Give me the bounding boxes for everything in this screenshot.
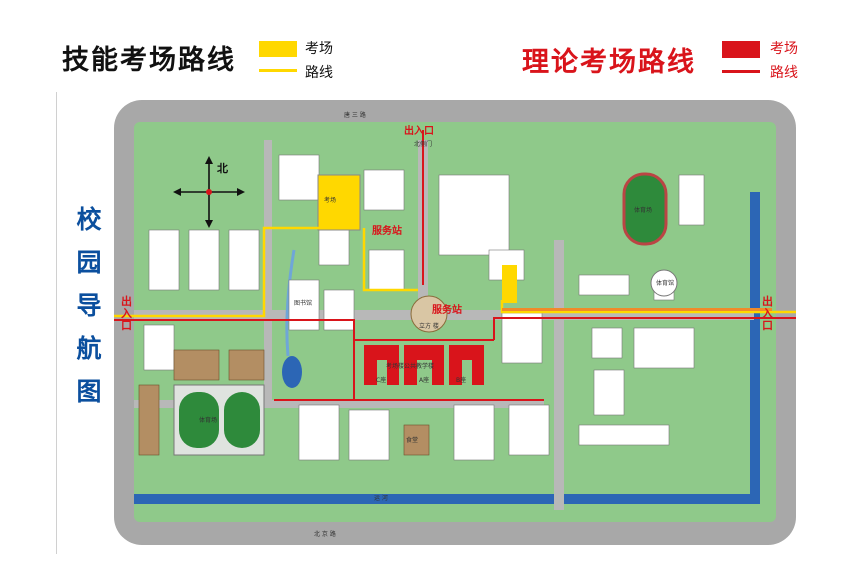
road-west [264, 140, 272, 400]
skill-route [114, 226, 796, 318]
gym-label: 体育馆 [656, 279, 674, 287]
buildings [143, 154, 705, 461]
campus-map: 北 出入口 北侧门 服务站 服务站 立方 楼 公共教学楼 C座 A座 B座 图书… [114, 100, 796, 545]
skill-route-legend-label: 路线 [305, 65, 333, 81]
compass-icon [173, 156, 245, 228]
entrance-left-label: 出入口 [121, 295, 132, 332]
campus-ground [134, 122, 776, 522]
theory-route [114, 130, 796, 401]
north-gate-label: 北侧门 [414, 140, 432, 148]
side-title-char: 航 [76, 334, 102, 363]
road-east [554, 240, 564, 510]
skill-room-legend-label: 考场 [305, 41, 333, 57]
stadium-right-label: 体育场 [634, 206, 652, 214]
running-track [622, 172, 668, 246]
skill-exam-annex [502, 265, 517, 303]
stream [285, 249, 296, 357]
road-south [134, 400, 544, 408]
block-b-label: B座 [456, 376, 466, 384]
north-label: 北 [217, 161, 228, 175]
skill-exam-building [317, 174, 361, 231]
theory-exam-building-c [364, 345, 399, 385]
skill-room-label: 考场 [324, 196, 336, 204]
entrance-right-label: 出入口 [762, 295, 773, 332]
brown-buildings [138, 349, 430, 456]
side-title-char: 导 [76, 291, 102, 320]
skill-route-title: 技能考场路线 [62, 45, 236, 76]
theory-exam-building-a [404, 345, 444, 385]
side-title-char: 园 [76, 248, 102, 277]
block-c-label: C座 [376, 376, 386, 384]
side-title-char: 图 [76, 377, 102, 406]
canal-bottom [134, 494, 760, 504]
road-bottom-label: 北 京 路 [314, 530, 336, 538]
service-station-label-2: 服务站 [432, 303, 462, 316]
block-a-label: A座 [419, 376, 429, 384]
statue-label: 立方 楼 [419, 322, 439, 330]
teaching-building-label: 公共教学楼 [404, 362, 434, 370]
side-title-char: 校 [76, 205, 102, 234]
pond [282, 356, 302, 388]
library-label: 图书馆 [294, 299, 312, 307]
road-top-label: 唐 三 路 [344, 111, 366, 119]
gym-building [650, 269, 678, 297]
stadium-left-label: 体育场 [199, 416, 217, 424]
theory-room-legend-label: 考场 [770, 41, 798, 57]
theory-room-swatch [722, 41, 760, 58]
canal-right [750, 192, 760, 502]
entrance-top-label: 出入口 [404, 124, 434, 137]
theory-route-legend-label: 路线 [770, 65, 798, 81]
campus-navigation-title: 校 园 导 航 图 [72, 198, 106, 413]
central-plaza [410, 295, 448, 333]
theory-route-title: 理论考场路线 [522, 47, 696, 78]
river-label: 运 河 [374, 494, 388, 502]
skill-route-swatch [259, 69, 297, 72]
skill-room-swatch [259, 41, 297, 57]
theory-route-swatch [722, 70, 760, 73]
theory-room-label: 考场楼 [386, 362, 404, 370]
frame-line [56, 92, 57, 554]
theory-exam-building-b [449, 345, 484, 385]
football-field-left [179, 392, 219, 448]
football-field-right [224, 392, 260, 448]
entrance-strip [502, 308, 772, 311]
canteen-label: 食堂 [406, 436, 418, 444]
service-station-label-1: 服务站 [372, 224, 402, 237]
